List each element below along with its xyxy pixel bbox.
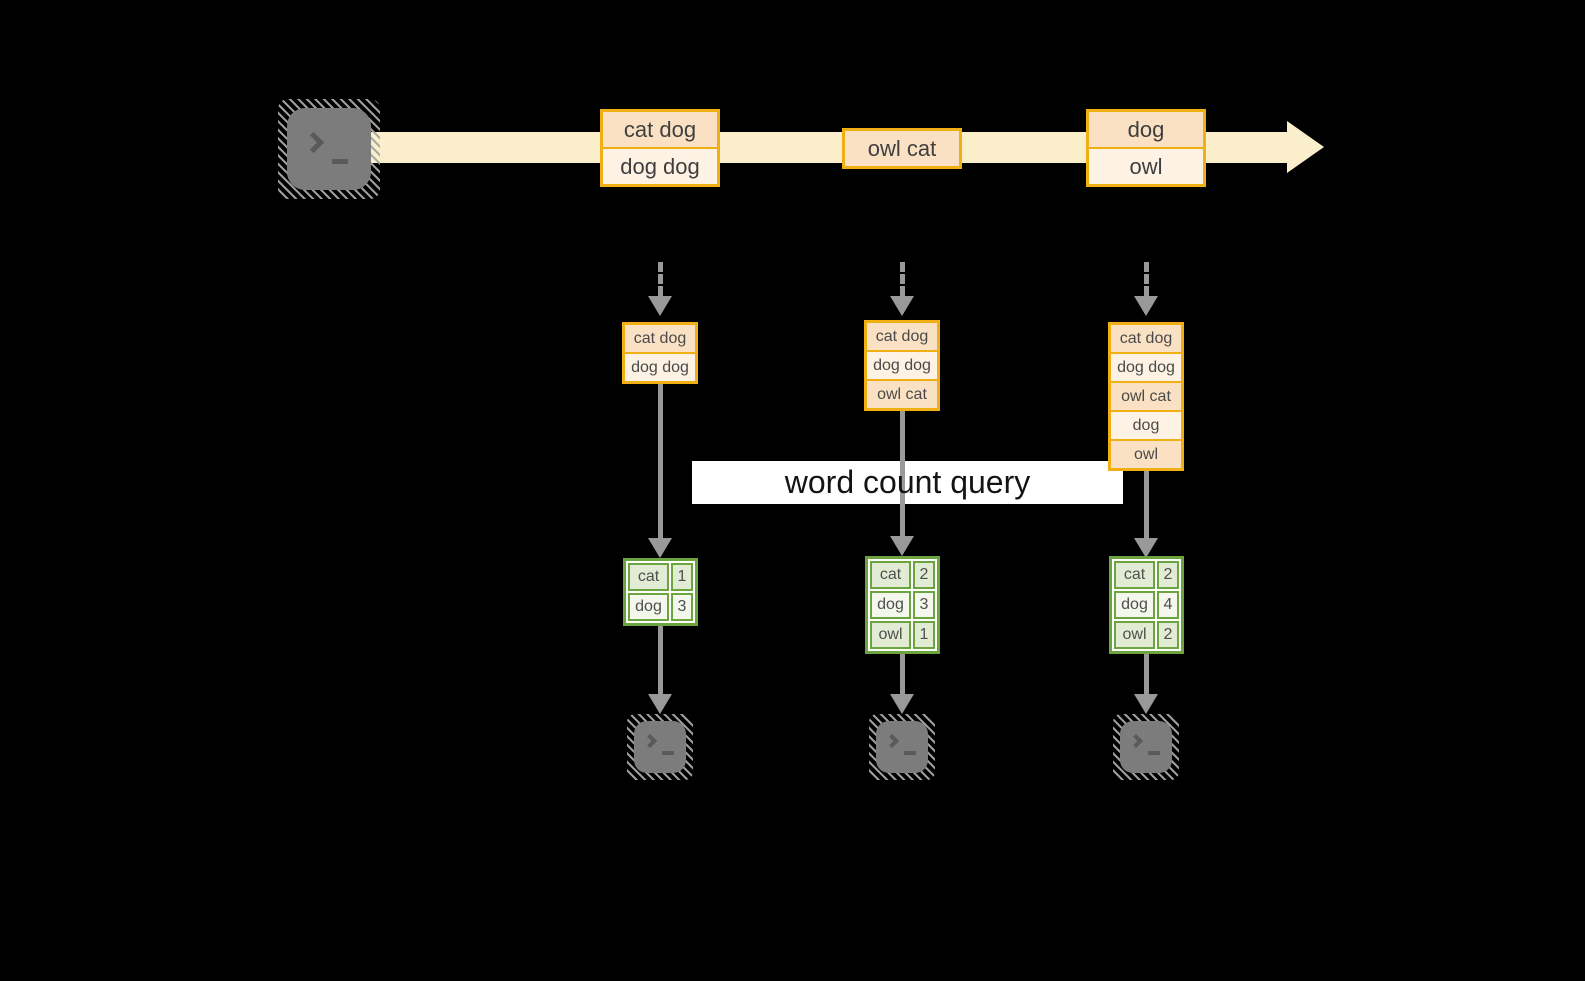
count-cell: 1 <box>671 563 693 591</box>
arrow-line <box>899 262 905 296</box>
input-record: dog <box>1111 410 1181 439</box>
word-cell: owl <box>870 621 911 649</box>
stream-batch-2: owl cat <box>842 128 962 169</box>
query-arrow-1 <box>648 382 672 558</box>
result-table-2: cat 2 dog 3 owl 1 <box>865 556 940 654</box>
output-arrow-2 <box>890 654 914 714</box>
stream-batch-1: cat dog dog dog <box>600 109 720 187</box>
terminal-sink-icon-3 <box>1113 714 1179 780</box>
count-cell: 3 <box>671 593 693 621</box>
stream-record: dog dog <box>603 147 717 184</box>
word-cell: dog <box>628 593 669 621</box>
count-cell: 4 <box>1157 591 1179 619</box>
terminal-source-icon <box>278 99 380 199</box>
stream-record: owl <box>1089 147 1203 184</box>
count-cell: 1 <box>913 621 935 649</box>
prompt-underscore-icon <box>904 751 916 755</box>
arrowhead-icon <box>890 694 914 714</box>
arrowhead-icon <box>648 538 672 558</box>
stream-record: dog <box>1089 112 1203 147</box>
arrowhead-icon <box>890 296 914 316</box>
arrow-line <box>657 626 663 694</box>
stream-batch-3: dog owl <box>1086 109 1206 187</box>
stream-timeline-arrowhead-icon <box>1287 121 1324 173</box>
arrowhead-icon <box>648 296 672 316</box>
count-cell: 3 <box>913 591 935 619</box>
trigger-arrow-1 <box>648 262 672 316</box>
stream-record: cat dog <box>603 112 717 147</box>
terminal-body <box>876 721 928 773</box>
arrowhead-icon <box>890 536 914 556</box>
arrow-line <box>657 382 663 538</box>
input-record: dog dog <box>1111 352 1181 381</box>
count-cell: 2 <box>1157 561 1179 589</box>
word-cell: cat <box>628 563 669 591</box>
arrow-line <box>899 409 905 536</box>
input-record: dog dog <box>867 350 937 379</box>
accumulated-input-2: cat dog dog dog owl cat <box>864 320 940 411</box>
prompt-chevron-icon <box>642 733 658 749</box>
arrow-line <box>1143 262 1149 296</box>
arrowhead-icon <box>1134 296 1158 316</box>
input-record: cat dog <box>1111 325 1181 352</box>
result-table-1: cat 1 dog 3 <box>623 558 698 626</box>
prompt-underscore-icon <box>1148 751 1160 755</box>
trigger-arrow-2 <box>890 262 914 316</box>
arrowhead-icon <box>1134 538 1158 558</box>
query-arrow-2 <box>890 409 914 556</box>
word-cell: dog <box>870 591 911 619</box>
count-cell: 2 <box>1157 621 1179 649</box>
word-cell: cat <box>870 561 911 589</box>
prompt-chevron-icon <box>302 131 325 154</box>
accumulated-input-3: cat dog dog dog owl cat dog owl <box>1108 322 1184 471</box>
terminal-sink-icon-1 <box>627 714 693 780</box>
query-arrow-3 <box>1134 469 1158 558</box>
terminal-sink-icon-2 <box>869 714 935 780</box>
output-arrow-1 <box>648 626 672 714</box>
accumulated-input-1: cat dog dog dog <box>622 322 698 384</box>
arrowhead-icon <box>1134 694 1158 714</box>
arrow-line <box>1143 469 1149 538</box>
word-cell: owl <box>1114 621 1155 649</box>
stream-record: owl cat <box>845 131 959 166</box>
input-record: cat dog <box>625 325 695 352</box>
prompt-chevron-icon <box>1128 733 1144 749</box>
prompt-chevron-icon <box>884 733 900 749</box>
terminal-body <box>1120 721 1172 773</box>
query-band <box>692 461 1123 504</box>
output-arrow-3 <box>1134 654 1158 714</box>
prompt-underscore-icon <box>662 751 674 755</box>
result-table-3: cat 2 dog 4 owl 2 <box>1109 556 1184 654</box>
terminal-body <box>287 108 371 190</box>
input-record: cat dog <box>867 323 937 350</box>
trigger-arrow-3 <box>1134 262 1158 316</box>
arrow-line <box>657 262 663 296</box>
count-cell: 2 <box>913 561 935 589</box>
input-record: dog dog <box>625 352 695 381</box>
word-cell: cat <box>1114 561 1155 589</box>
input-record: owl cat <box>867 379 937 408</box>
terminal-body <box>634 721 686 773</box>
arrow-line <box>899 654 905 694</box>
input-record: owl cat <box>1111 381 1181 410</box>
prompt-underscore-icon <box>332 159 348 164</box>
input-record: owl <box>1111 439 1181 468</box>
arrowhead-icon <box>648 694 672 714</box>
word-cell: dog <box>1114 591 1155 619</box>
arrow-line <box>1143 654 1149 694</box>
